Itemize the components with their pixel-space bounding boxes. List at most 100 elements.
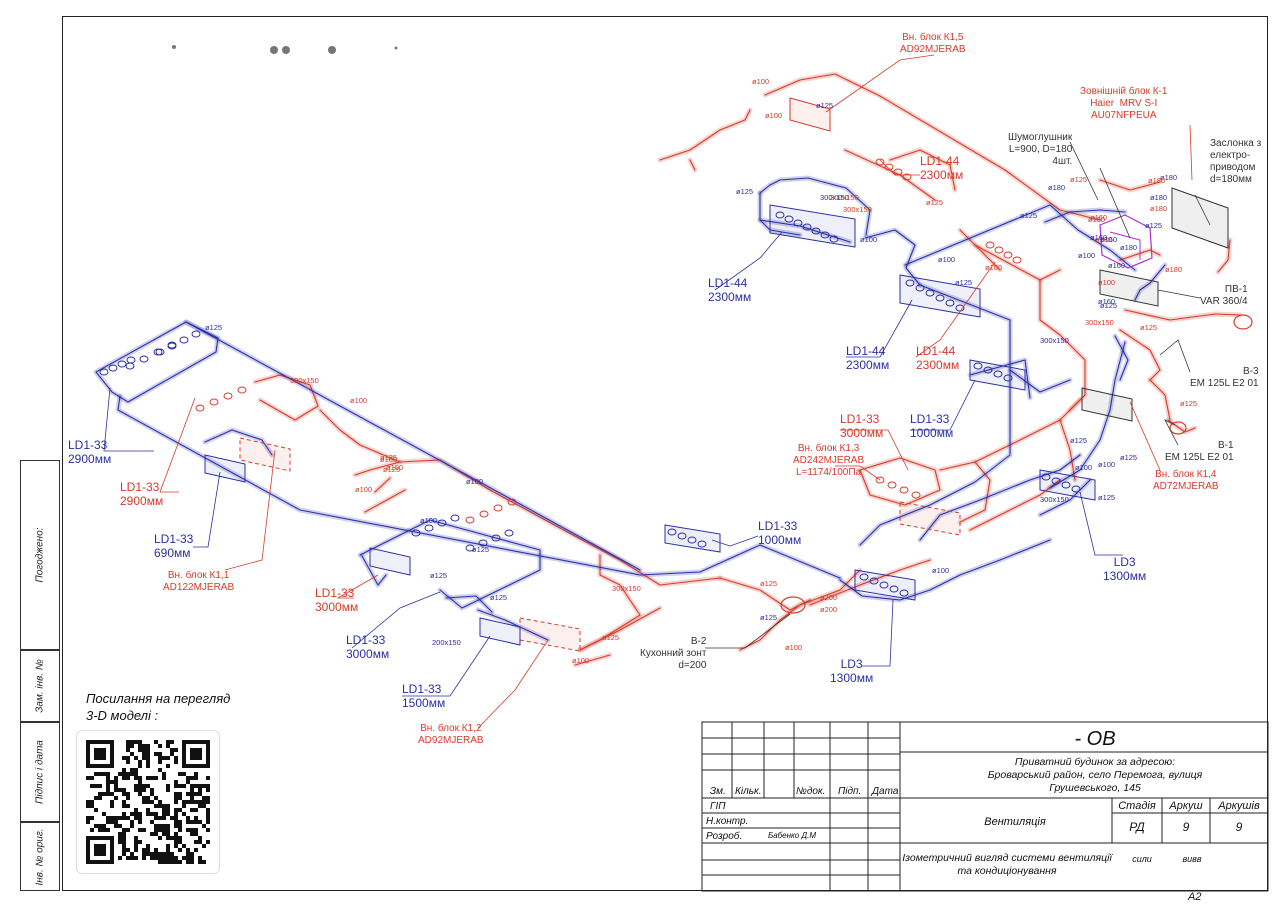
supply-duct-line <box>1039 479 1091 516</box>
qr-module <box>138 788 142 792</box>
label-ld3-bottom: LD3 1300мм <box>830 657 874 685</box>
stamp-sign-date: Підпис і дата <box>20 722 60 822</box>
qr-module <box>174 812 178 816</box>
diffuser-box-ld133-c <box>969 359 1026 391</box>
tb-kilk: Кільк. <box>735 786 762 797</box>
supply-duct-line <box>359 519 541 609</box>
qr-module <box>90 776 94 780</box>
qr-finder <box>190 748 202 760</box>
leader-line <box>1157 289 1201 299</box>
exhaust-slot <box>994 246 1004 254</box>
leader-line <box>705 613 791 649</box>
qr-module <box>130 752 134 756</box>
exhaust-slot <box>507 498 517 506</box>
qr-module <box>162 772 166 776</box>
dimension-label: ø125 <box>1100 301 1117 310</box>
qr-module <box>114 788 118 792</box>
label-ld133-left-blue: LD1-33 2900мм <box>68 438 112 466</box>
qr-module <box>142 828 146 832</box>
qr-module <box>166 844 170 848</box>
supply-slot <box>905 279 915 287</box>
diffuser-box-ld133-3000 <box>369 547 411 576</box>
qr-code[interactable] <box>76 730 220 874</box>
qr-module <box>170 860 174 864</box>
qr-module <box>202 824 206 828</box>
qr-module <box>202 804 206 808</box>
supply-slot <box>677 532 687 540</box>
qr-module <box>154 804 158 808</box>
qr-module <box>194 784 198 788</box>
qr-module <box>102 772 106 776</box>
qr-module <box>178 820 182 824</box>
qr-module <box>146 848 150 852</box>
qr-module <box>126 792 130 796</box>
qr-module <box>106 792 110 796</box>
dimension-label: ø125 <box>816 101 833 110</box>
supply-duct-line <box>1049 341 1126 489</box>
label-ld133-mid: LD1-33 1000мм <box>758 519 802 547</box>
qr-module <box>178 796 182 800</box>
supply-slot <box>504 529 514 537</box>
dimension-label: ø100 <box>860 235 877 244</box>
leader-line <box>1164 419 1179 446</box>
qr-module <box>126 816 130 820</box>
exhaust-slot <box>1003 251 1013 259</box>
qr-module <box>110 820 114 824</box>
dimension-label: ø125 <box>1070 436 1087 445</box>
tb-sheet-title: Ізометричний вигляд системи вентиляції т… <box>902 852 1112 877</box>
supply-slot <box>1041 473 1051 481</box>
qr-module <box>142 800 146 804</box>
label-ld133-3000-red: LD1-33 3000мм <box>315 586 359 614</box>
qr-module <box>154 848 158 852</box>
qr-module <box>122 756 126 760</box>
exhaust-duct-line <box>939 461 991 523</box>
qr-module <box>166 848 170 852</box>
qr-module <box>114 816 118 820</box>
exhaust-duct-line <box>659 109 751 161</box>
qr-module <box>166 852 170 856</box>
supply-slot <box>993 370 1003 378</box>
silencer-unit <box>1099 214 1153 269</box>
dimension-label: ø180 <box>1048 183 1065 192</box>
qr-module <box>86 820 90 824</box>
supply-slot <box>889 585 899 593</box>
equipment <box>99 97 1253 652</box>
qr-module <box>186 820 190 824</box>
qr-module <box>134 788 138 792</box>
dimension-label: 300x150 <box>290 376 319 385</box>
supply-slot <box>139 355 149 363</box>
label-v1: В-1 ЕМ 125L E2 01 <box>1165 440 1234 463</box>
qr-module <box>90 816 94 820</box>
supply-slot <box>829 235 839 243</box>
tb-arkushiv-label: Аркушів <box>1218 800 1260 812</box>
qr-module <box>118 840 122 844</box>
qr-module <box>170 748 174 752</box>
exhaust-slot <box>887 481 897 489</box>
qr-module <box>186 848 190 852</box>
exhaust-duct-line <box>959 229 1001 271</box>
fan-v1 <box>1169 421 1187 435</box>
qr-module <box>106 816 110 820</box>
label-ld144-b-red: LD1-44 2300мм <box>916 344 960 372</box>
qr-module <box>126 760 130 764</box>
qr-module <box>130 820 134 824</box>
label-ld133-3000-blue: LD1-33 3000мм <box>346 633 390 661</box>
qr-module <box>186 828 190 832</box>
qr-module <box>130 856 134 860</box>
tb-rozrob: Розроб. <box>706 831 743 842</box>
dimension-label: ø100 <box>1098 278 1115 287</box>
supply-slot <box>687 536 697 544</box>
tb-zm: Зм. <box>710 786 726 797</box>
qr-module <box>162 852 166 856</box>
dimension-label: ø100 <box>1078 251 1095 260</box>
qr-module <box>162 828 166 832</box>
qr-module <box>182 812 186 816</box>
supply-slot <box>983 366 993 374</box>
indoor-unit-k11 <box>239 437 291 472</box>
supply-duct-line <box>477 609 549 641</box>
dimension-label: ø100 <box>985 263 1002 272</box>
supply-duct-line <box>117 395 841 579</box>
qr-module <box>146 812 150 816</box>
qr-module <box>134 812 138 816</box>
qr-module <box>158 768 162 772</box>
